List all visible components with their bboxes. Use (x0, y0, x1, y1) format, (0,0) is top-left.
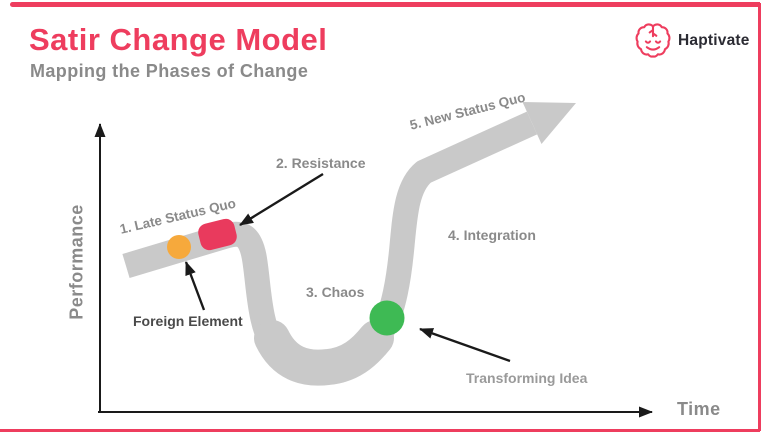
transforming-idea-dot (369, 300, 405, 336)
annotation-label-transforming-idea: Transforming Idea (466, 370, 588, 386)
brand-name: Haptivate (678, 32, 750, 49)
resistance-arrow (239, 172, 324, 227)
phase-label-chaos: 3. Chaos (306, 284, 365, 300)
phase-label-integration: 4. Integration (448, 227, 536, 243)
slide-frame-right (758, 3, 761, 431)
annotation-label-foreign-element: Foreign Element (133, 313, 243, 329)
brand-logo: Haptivate (634, 21, 750, 61)
page-title: Satir Change Model (29, 22, 328, 57)
foreign-element-arrow (184, 261, 206, 311)
slide-frame-top (10, 2, 760, 7)
chaos-valley-bulge (254, 320, 394, 386)
brain-icon (634, 21, 672, 61)
transforming-idea-arrow (419, 327, 511, 363)
foreign-element-dot (167, 235, 191, 259)
x-axis-label: Time (677, 399, 721, 419)
y-axis-label: Performance (66, 204, 87, 320)
resistance-pill (198, 218, 237, 251)
curve-arrowhead (522, 102, 576, 144)
slide-frame-bottom (0, 429, 760, 432)
phase-label-resistance: 2. Resistance (276, 155, 366, 171)
page-subtitle: Mapping the Phases of Change (30, 61, 309, 81)
